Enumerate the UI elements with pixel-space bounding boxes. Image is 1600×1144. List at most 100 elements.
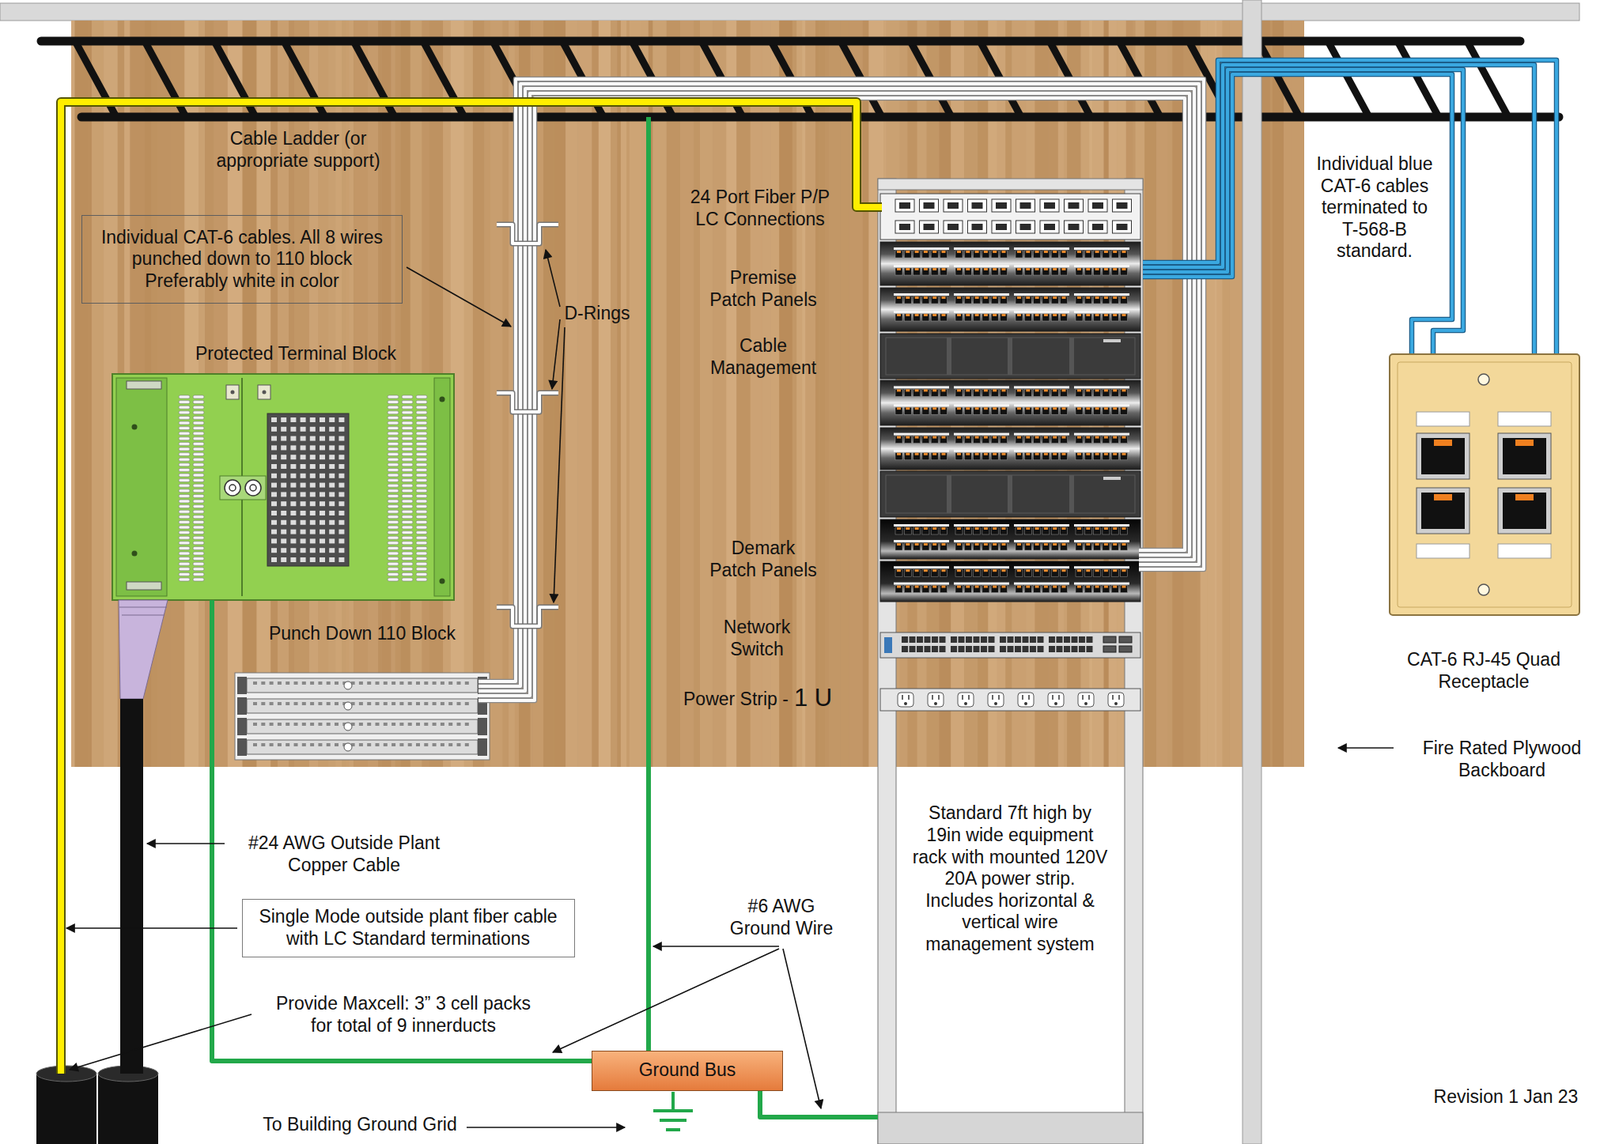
terminal-pin (192, 479, 205, 483)
protector-module (310, 548, 316, 553)
terminal-pin (401, 531, 413, 535)
wood-grain (578, 20, 593, 768)
rj45-jack (1421, 438, 1465, 475)
lc-port (919, 220, 939, 234)
terminal-pin (401, 416, 413, 420)
rj45-port (982, 543, 990, 551)
conduit (98, 1074, 159, 1144)
port-latch (956, 543, 961, 546)
rj45-port (1120, 527, 1128, 535)
panel-face (880, 519, 1141, 560)
port-label-strip (1074, 433, 1130, 436)
port-label-strip (1074, 310, 1130, 314)
rj45-port (1111, 407, 1119, 415)
terminal-pin (178, 468, 190, 472)
terminal-pin (401, 427, 413, 431)
rj45-port (895, 389, 903, 397)
terminal-pin (387, 536, 399, 540)
switch-port (1048, 636, 1056, 644)
port-latch (956, 527, 961, 530)
protector-module (319, 473, 326, 479)
protector-module (290, 520, 296, 526)
port-latch (1104, 296, 1109, 299)
port-latch (941, 527, 946, 530)
rj45-port (930, 543, 939, 551)
rj45-port (1075, 268, 1083, 276)
rj45-port (930, 389, 939, 397)
jack-label (1416, 544, 1470, 559)
rj45-port (1102, 313, 1110, 322)
rj45-port (930, 313, 939, 322)
punch-down-110-block (234, 673, 490, 761)
rj45-port (1015, 250, 1023, 258)
port-latch (965, 543, 970, 546)
wood-grain (1156, 20, 1168, 768)
switch-port (1071, 646, 1079, 653)
terminal-pin (416, 567, 428, 572)
switch-port (1048, 646, 1056, 653)
callout-label: Provide Maxcell: 3” 3 cell packs for tot… (267, 993, 541, 1037)
rj45-port (940, 569, 948, 577)
port-latch (975, 436, 980, 439)
port-label-strip (1074, 385, 1130, 389)
protector-module (310, 464, 316, 470)
terminal-pin (192, 442, 205, 446)
protector-module (319, 501, 326, 507)
rj45-port (1093, 296, 1101, 304)
port-latch (1077, 436, 1082, 439)
terminal-pin (401, 572, 413, 576)
port-latch (932, 407, 937, 410)
punch-strip (246, 678, 478, 693)
wood-grain (91, 20, 104, 768)
switch-port (931, 636, 939, 644)
terminal-pin (192, 457, 205, 462)
rj45-port (1060, 543, 1068, 551)
port-latch (1035, 527, 1040, 530)
manager-face (880, 471, 1141, 518)
punch-slot (359, 722, 364, 727)
terminal-pin (178, 473, 190, 477)
panel-face (880, 287, 1141, 332)
rj45-port (940, 527, 948, 535)
terminal-pin (416, 442, 428, 446)
rj45-port (913, 527, 921, 535)
rj45-port (904, 543, 912, 551)
terminal-pin (192, 567, 205, 572)
rj45-port (1093, 250, 1101, 258)
protector-module (310, 454, 316, 460)
port-latch (1095, 250, 1100, 254)
rj45-port (895, 407, 903, 415)
terminal-pin (416, 541, 428, 545)
switch-port (1037, 636, 1044, 644)
wood-grain (616, 20, 621, 768)
port-latch (896, 268, 901, 271)
port-label-strip (953, 247, 1010, 250)
protector-module (271, 557, 277, 563)
jack-frame (1416, 487, 1470, 534)
port-latch (915, 389, 920, 392)
rj45-port (1075, 296, 1083, 304)
outlet-slot (991, 695, 994, 700)
terminal-pin (416, 411, 428, 415)
port-latch (923, 586, 928, 589)
switch-port (1056, 636, 1063, 644)
punch-slot (440, 702, 445, 706)
protector-module (319, 464, 326, 470)
switch-face (880, 632, 1141, 659)
protector-module (290, 483, 296, 488)
terminal-pin (387, 421, 399, 425)
premise-patch-panel (880, 242, 1141, 286)
rj45-port (973, 250, 981, 258)
terminal-pin (401, 463, 413, 467)
wood-grain (680, 20, 694, 768)
punch-slot (359, 743, 364, 747)
terminal-pin (192, 437, 205, 441)
rj45-port (940, 268, 948, 276)
terminal-pin (401, 546, 413, 550)
rj45-port (1042, 389, 1050, 397)
terminal-pin (416, 400, 428, 405)
port-label-strip (1013, 450, 1070, 453)
punch-slot (277, 702, 282, 706)
note-box: Individual CAT-6 cables. All 8 wires pun… (81, 215, 403, 305)
rj45-port (913, 586, 921, 594)
